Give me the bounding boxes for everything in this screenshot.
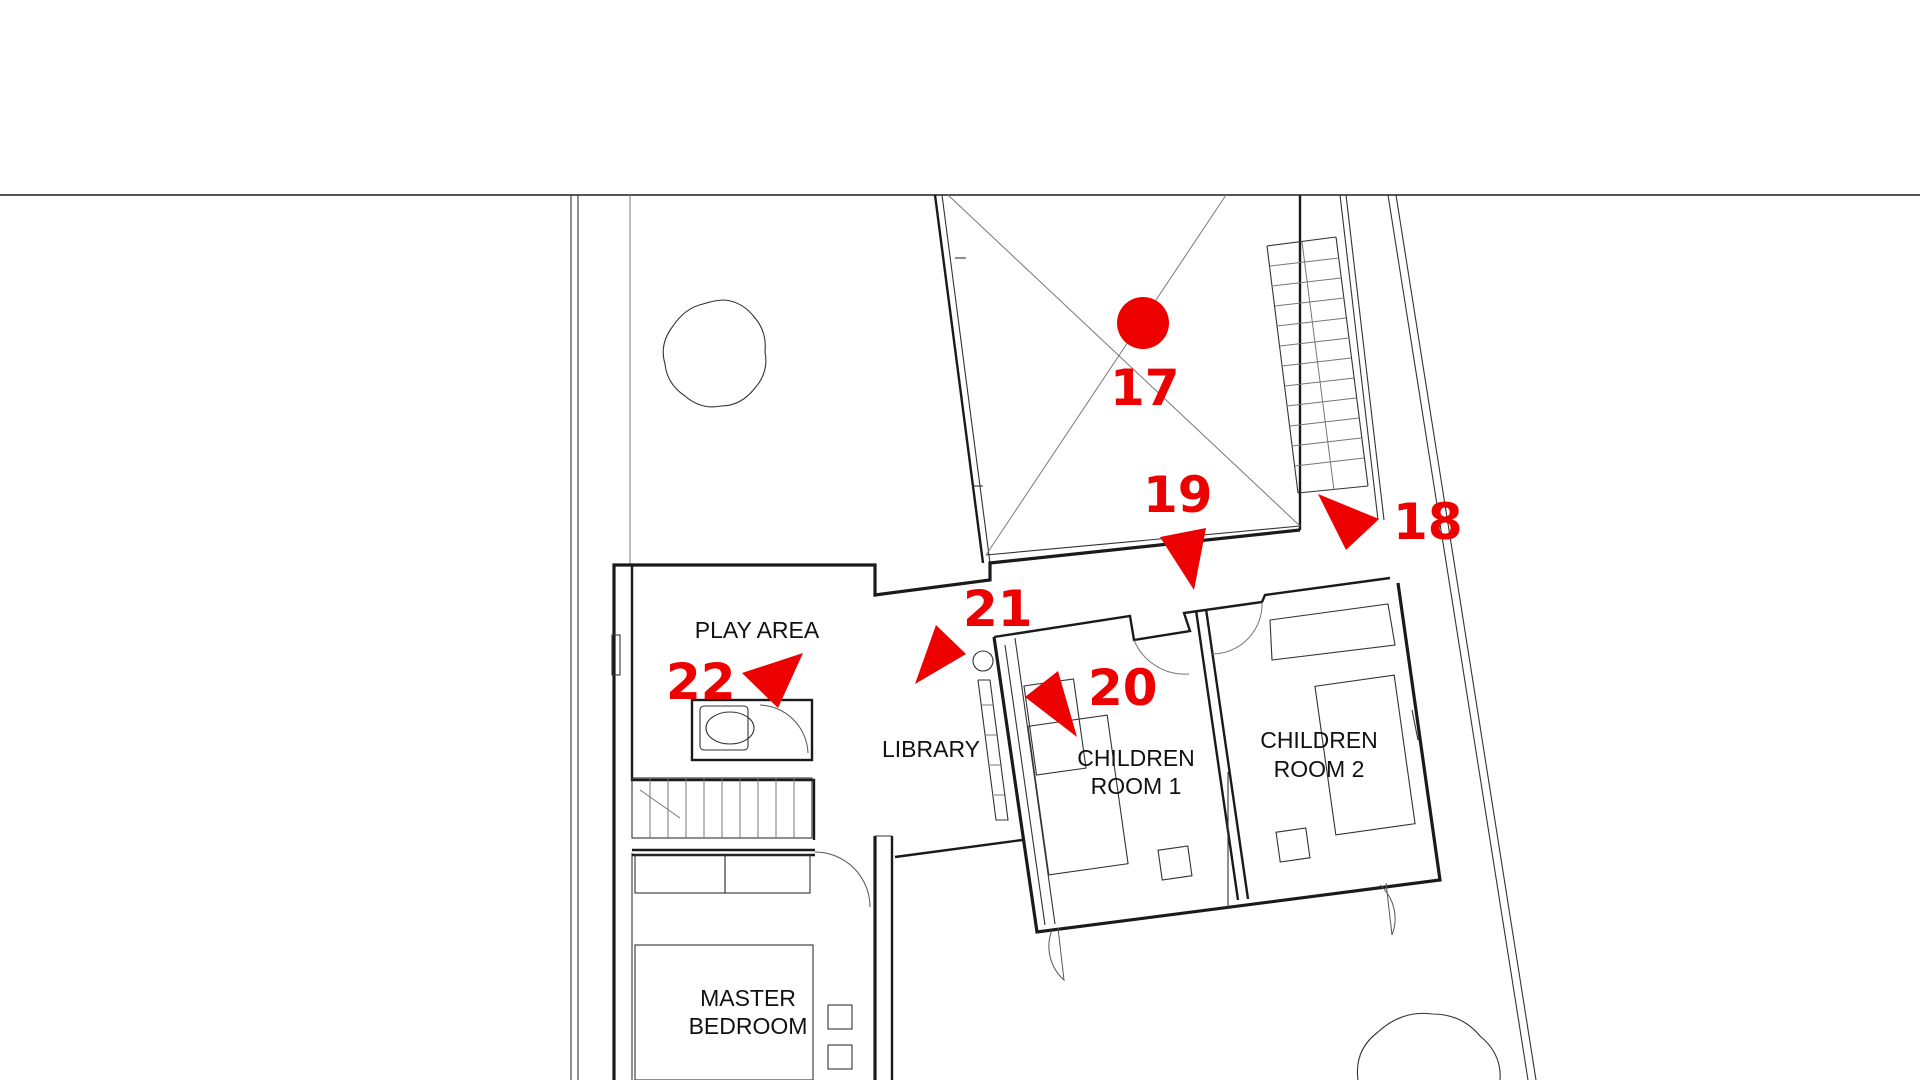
tree-icon [1356, 1012, 1501, 1080]
marker-19: 19 [1143, 466, 1213, 590]
viewpoint-dot-icon [1117, 297, 1169, 349]
tree-icon [662, 299, 767, 408]
room-label-play-area: PLAY AREA [695, 617, 820, 643]
view-arrow-icon [1025, 671, 1077, 737]
view-arrow-icon [1318, 494, 1379, 550]
room-label-children-room-1-line1: CHILDREN [1077, 745, 1195, 771]
courtyard-void [933, 194, 1302, 564]
room-label-library: LIBRARY [882, 736, 980, 762]
room-label-children-room-2-line2: ROOM 2 [1274, 756, 1365, 782]
view-arrow-icon [915, 625, 966, 684]
wc-room [690, 698, 814, 762]
view-arrow-icon [1160, 528, 1206, 590]
site-boundary-right [1387, 194, 1537, 1080]
master-bedroom-furniture [634, 851, 871, 1080]
marker-18-label: 18 [1393, 493, 1463, 551]
room-label-children-room-1-line2: ROOM 1 [1091, 773, 1182, 799]
stair-upper [1266, 194, 1385, 521]
marker-21-label: 21 [963, 580, 1033, 638]
stair-lower [631, 777, 813, 839]
children-rooms-block [992, 576, 1442, 982]
marker-19-label: 19 [1143, 466, 1213, 524]
marker-17: 17 [1110, 297, 1180, 417]
room-label-master-bedroom-line1: MASTER [700, 985, 796, 1011]
room-label-master-bedroom-line2: BEDROOM [689, 1013, 808, 1039]
marker-20-label: 20 [1088, 659, 1158, 717]
marker-22-label: 22 [666, 653, 736, 711]
site-boundary-left [570, 195, 631, 1080]
room-label-children-room-2-line1: CHILDREN [1260, 727, 1378, 753]
marker-18: 18 [1318, 493, 1463, 551]
marker-17-label: 17 [1110, 359, 1180, 417]
marker-21: 21 [915, 580, 1033, 684]
marker-20: 20 [1025, 659, 1158, 737]
view-arrow-icon [742, 653, 803, 708]
marker-22: 22 [666, 653, 803, 711]
toilet-icon [705, 711, 755, 745]
library-shelves [972, 650, 1009, 821]
